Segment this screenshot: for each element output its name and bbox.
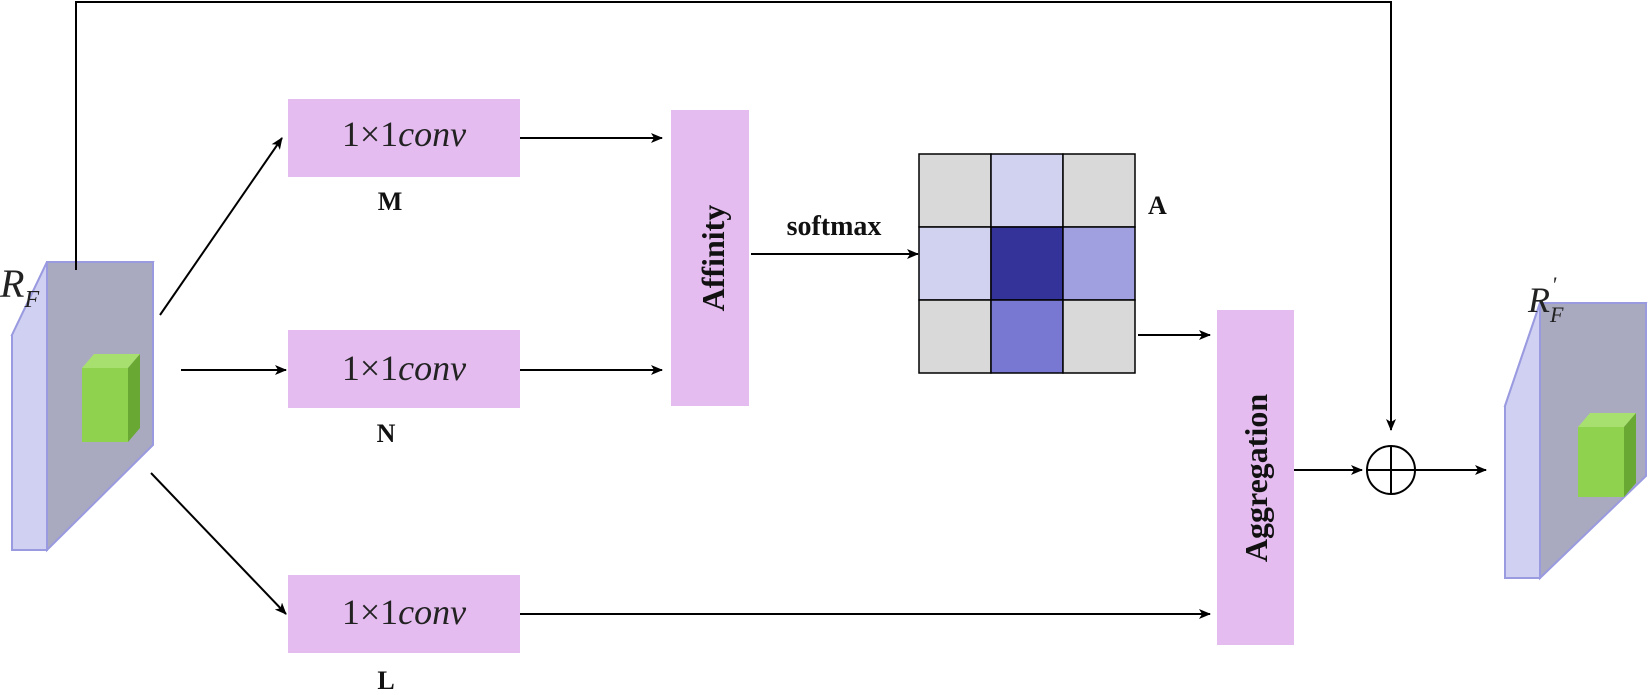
matrix-cell-1-2	[1062, 226, 1136, 301]
input-tensor	[10, 261, 155, 553]
matrix-cell-0-2	[1062, 153, 1136, 228]
input-tensor-label: RF	[0, 261, 39, 313]
matrix-cell-1-0	[918, 226, 992, 301]
output-tensor-front	[1504, 302, 1541, 579]
output-tensor-label: RF'	[1527, 272, 1564, 327]
conv-block-m	[288, 99, 520, 177]
matrix-cell-1-1	[990, 226, 1064, 301]
affinity-label: Affinity	[695, 205, 731, 312]
conv-block-l-text: 1×1conv	[342, 592, 466, 632]
conv-block-l	[288, 575, 520, 653]
input-cube	[82, 354, 140, 442]
matrix-cell-0-1	[990, 153, 1064, 228]
matrix-cell-2-0	[918, 299, 992, 374]
aggregation-block	[1217, 310, 1294, 645]
arrow-input-to-l	[150, 472, 287, 615]
matrix-cell-2-1	[990, 299, 1064, 374]
skip-connection-line	[75, 1, 1396, 431]
conv-block-m-text: 1×1conv	[342, 114, 466, 154]
conv-block-n-text: 1×1conv	[342, 348, 466, 388]
matrix-cell-2-2	[1062, 299, 1136, 374]
output-tensor	[1503, 302, 1648, 581]
conv-block-n	[288, 330, 520, 408]
conv-label-l: L	[377, 666, 394, 695]
matrix-cell-0-0	[918, 153, 992, 228]
output-cube	[1578, 413, 1636, 497]
attention-matrix	[918, 153, 1136, 374]
softmax-label: softmax	[787, 211, 882, 242]
affinity-block	[671, 110, 749, 406]
input-tensor-front	[11, 261, 48, 551]
aggregation-label: Aggregation	[1238, 394, 1274, 562]
conv-label-n: N	[377, 419, 396, 448]
sum-operator-icon	[1366, 445, 1416, 495]
attention-matrix-label: A	[1148, 191, 1167, 220]
conv-label-m: M	[378, 187, 403, 216]
arrow-input-to-m	[159, 137, 283, 316]
